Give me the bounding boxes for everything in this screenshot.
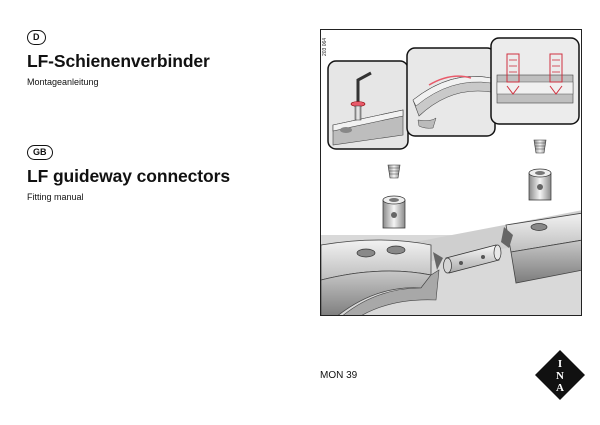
connector-pin-icon bbox=[490, 37, 580, 125]
ina-logo: I N A bbox=[535, 350, 585, 400]
assembly-illustration bbox=[320, 29, 582, 316]
guideway-rail-icon bbox=[321, 37, 581, 315]
figure-code: 203 064 bbox=[322, 37, 328, 56]
screw-icon bbox=[528, 139, 552, 201]
page-title-gb: LF guideway connectors bbox=[27, 166, 230, 186]
document-number: MON 39 bbox=[320, 370, 358, 381]
language-badge-de: D bbox=[27, 30, 46, 45]
language-badge-gb: GB bbox=[27, 145, 53, 160]
guideway-rail-icon bbox=[406, 47, 496, 137]
logo-letter-a: A bbox=[556, 382, 564, 394]
connector-pin-icon bbox=[443, 244, 502, 274]
page-subtitle-de: Montageanleitung bbox=[27, 77, 99, 87]
allen-key-icon bbox=[327, 60, 409, 150]
ina-logo-icon: I N A bbox=[535, 350, 585, 400]
page-subtitle-gb: Fitting manual bbox=[27, 192, 84, 202]
logo-letter-n: N bbox=[556, 370, 564, 382]
page-title-de: LF-Schienenverbinder bbox=[27, 51, 210, 71]
logo-letter-i: I bbox=[558, 358, 562, 370]
screw-icon bbox=[382, 164, 406, 229]
